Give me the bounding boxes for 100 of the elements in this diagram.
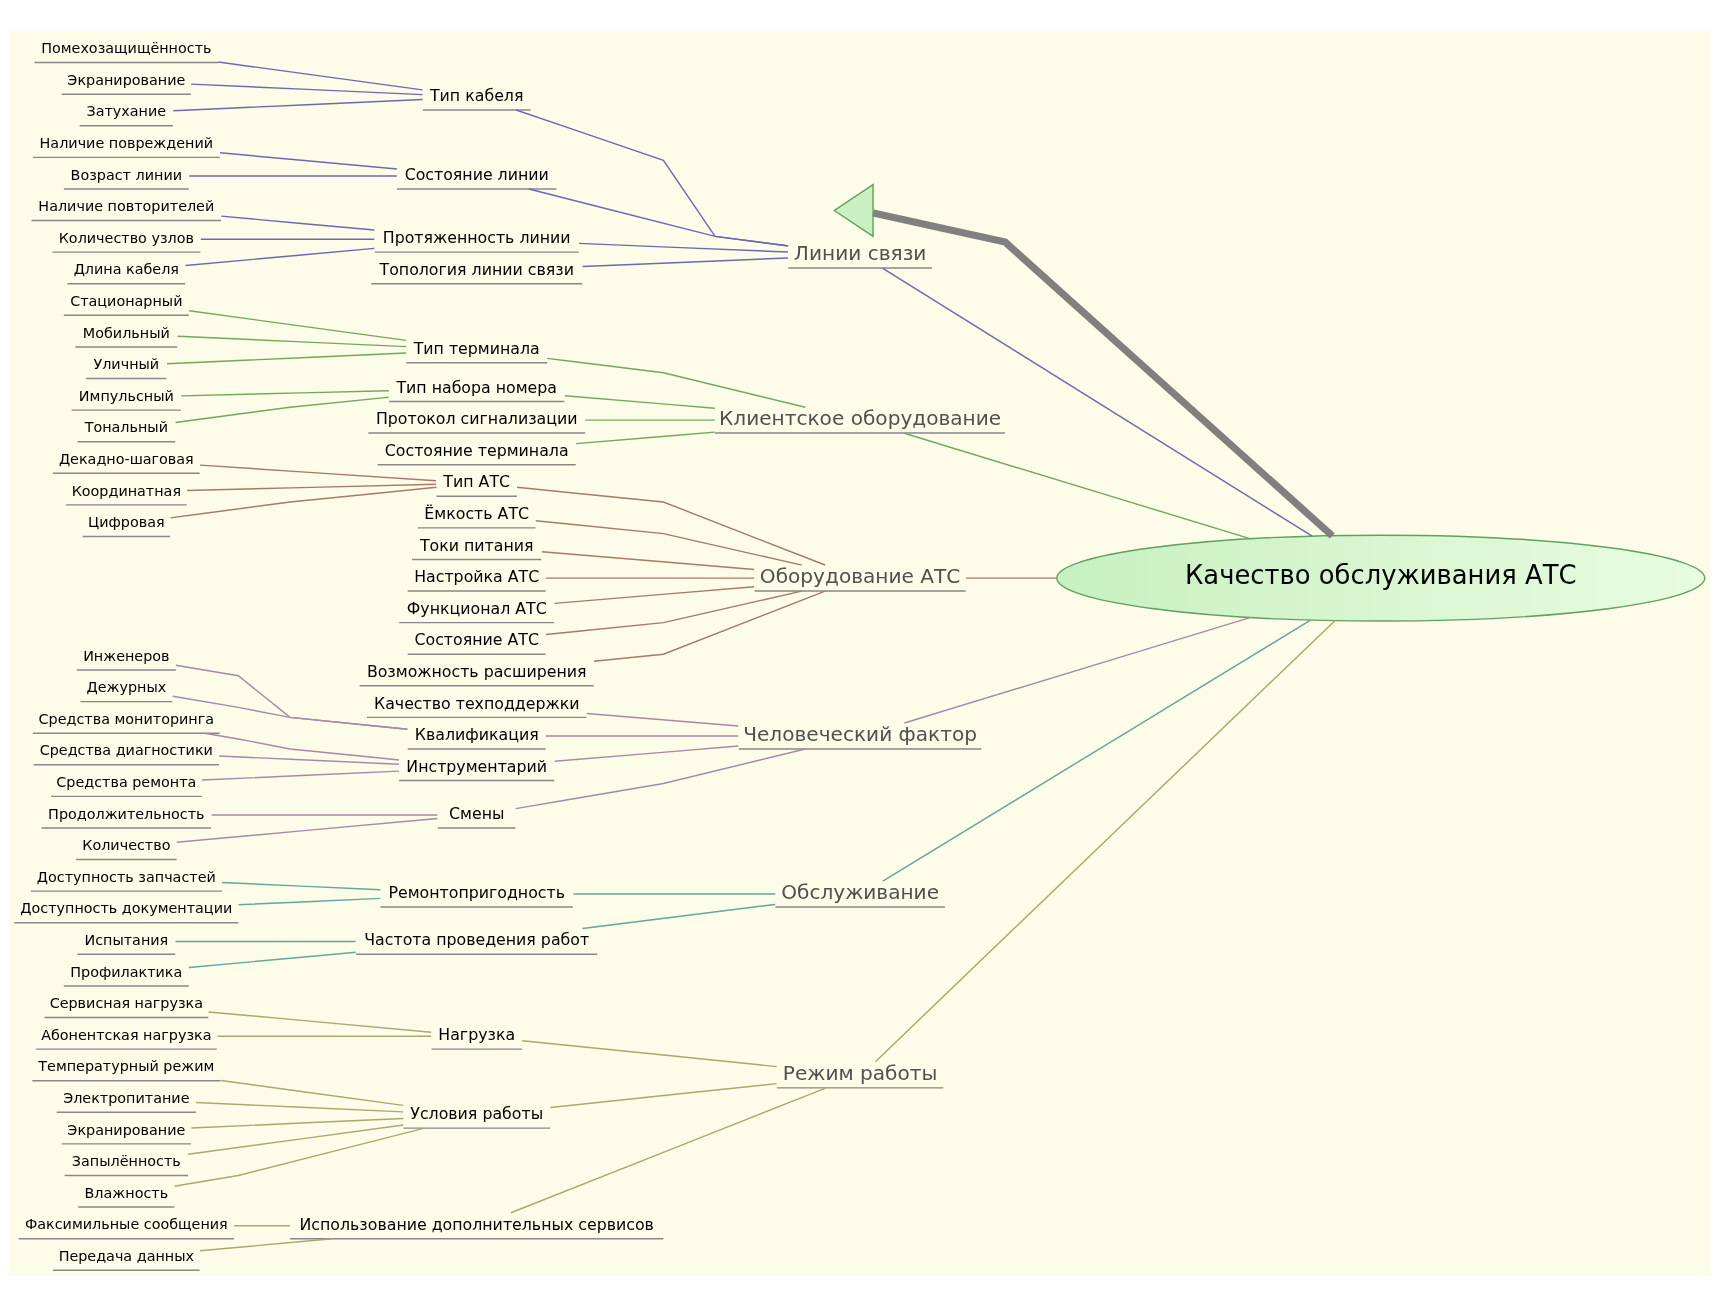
node-text: Средства диагностики — [39, 742, 213, 759]
connector — [201, 770, 400, 781]
node-text: Инструментарий — [406, 756, 548, 776]
node-text: Смены — [449, 804, 505, 824]
connector — [172, 98, 424, 112]
node-text: Испытания — [84, 932, 169, 949]
node-text: Возможность расширения — [366, 661, 587, 681]
connector — [166, 352, 407, 365]
node-text: Тип набора номера — [396, 377, 558, 397]
node-text: Протокол сигнализации — [375, 409, 578, 429]
connector — [188, 951, 357, 969]
connector — [581, 257, 789, 268]
node-text: Сервисная нагрузка — [49, 995, 204, 1012]
node-text: Наличие повторителей — [38, 198, 215, 215]
connector — [584, 419, 716, 421]
node-text: Нагрузка — [438, 1025, 516, 1045]
connector — [965, 577, 1058, 579]
node-text: Режим работы — [782, 1061, 938, 1086]
connector — [218, 755, 400, 765]
connector — [872, 209, 1335, 539]
connector — [203, 732, 400, 761]
connector — [184, 247, 376, 267]
connector — [575, 431, 716, 445]
node-text: Средства ремонта — [56, 774, 197, 791]
connector — [516, 486, 826, 566]
connector — [554, 745, 739, 762]
connector — [221, 881, 382, 891]
connector — [874, 619, 1336, 1063]
node-text: Клиентское оборудование — [719, 406, 1002, 431]
connector — [541, 551, 755, 571]
node-text: Функционал АТС — [406, 598, 547, 618]
connector — [190, 1117, 404, 1129]
node-text: Влажность — [84, 1184, 169, 1201]
connector — [176, 817, 439, 843]
connector — [169, 486, 438, 519]
connector — [176, 335, 407, 348]
node-text: Доступность запчастей — [36, 868, 216, 885]
node-text: Возраст линии — [70, 166, 183, 183]
node-text: Качество техподдержки — [373, 693, 580, 713]
node-text: Количество — [82, 837, 171, 854]
node-text: Помехозащищённость — [41, 40, 212, 57]
node-text: Электропитание — [63, 1089, 190, 1106]
connector — [180, 389, 390, 397]
connector — [903, 432, 1252, 540]
node-text: Дежурных — [86, 679, 167, 696]
node-text: Инженеров — [83, 647, 170, 664]
connector — [199, 464, 437, 482]
node-text: Линии связи — [793, 241, 927, 266]
connector — [564, 395, 716, 409]
connector — [195, 1101, 404, 1113]
connector — [578, 242, 789, 253]
node-text: Экранирование — [67, 71, 186, 88]
node-text: Токи питания — [419, 535, 534, 555]
connector — [219, 152, 398, 170]
node-text: Тип кабеля — [429, 86, 524, 106]
connector — [572, 893, 776, 895]
connector — [593, 590, 826, 662]
node-text: Тональный — [84, 419, 169, 436]
node-text: Температурный режим — [38, 1058, 215, 1075]
connector — [233, 1225, 291, 1227]
node-ellipse: Качество обслуживания АТС — [1056, 534, 1706, 622]
connector — [220, 1079, 404, 1107]
connector — [217, 61, 424, 91]
connector — [882, 619, 1312, 882]
connector — [535, 520, 803, 566]
connector — [237, 897, 382, 906]
node-text: Профилактика — [70, 963, 183, 980]
node-text: Протяженность линии — [382, 228, 571, 248]
connector — [881, 267, 1313, 537]
connector — [586, 712, 739, 727]
connector — [216, 1035, 432, 1037]
connector — [200, 238, 376, 240]
node-text: Декадно-шаговая — [58, 450, 194, 467]
connector — [174, 940, 357, 943]
node-text: Абонентская нагрузка — [41, 1026, 212, 1043]
connector — [510, 1087, 827, 1214]
node-text: Количество узлов — [58, 229, 194, 246]
node-text: Квалификация — [414, 725, 539, 745]
connector — [549, 1082, 778, 1109]
connector — [581, 903, 776, 930]
node-text: Состояние терминала — [384, 440, 569, 460]
node-text: Средства мониторинга — [38, 710, 215, 727]
node-text: Оборудование АТС — [759, 564, 961, 589]
connector — [545, 577, 755, 579]
node-text: Обслуживание — [781, 880, 940, 905]
node-text: Частота проведения работ — [364, 930, 590, 950]
connector — [173, 1127, 426, 1187]
node-text: Уличный — [93, 356, 160, 373]
node-text: Факсимильные сообщения — [24, 1216, 228, 1233]
node-text: Тип АТС — [443, 472, 511, 492]
connector — [546, 357, 807, 408]
node-text: Координатная — [71, 482, 182, 499]
node-text: Запылённость — [71, 1153, 181, 1170]
node-text: Состояние АТС — [414, 630, 539, 650]
node-text: Импульсный — [78, 387, 174, 404]
connector — [220, 215, 376, 231]
connector — [515, 109, 789, 247]
connector — [553, 586, 755, 605]
node-text: Ремонтопригодность — [388, 883, 565, 903]
connector — [545, 590, 803, 636]
